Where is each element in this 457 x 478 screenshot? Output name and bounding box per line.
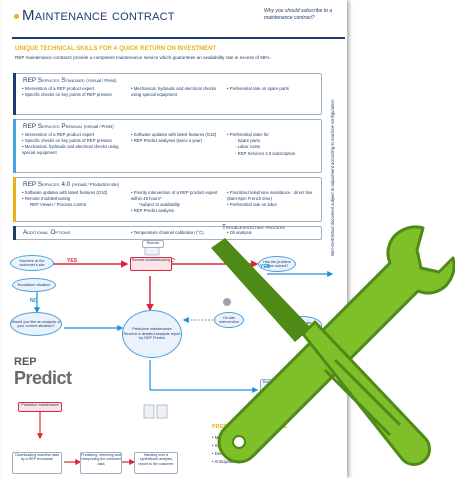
predict-step-2: Predicting, retrieving and interpreting … (80, 452, 122, 474)
yes-label: YES (67, 258, 78, 264)
card-col-3: Preferential rates for: - Spare parts - … (227, 132, 317, 157)
card-standard: REP Services Standard (Annual / Press) I… (13, 73, 322, 115)
card-title: REP Services Standard (Annual / Press) (23, 77, 117, 84)
predictive-label: Predictive maintenance (132, 327, 172, 332)
header-divider (12, 37, 345, 39)
brochure-page: Maintenance contract Why you should subs… (2, 0, 347, 478)
card-col-1: Intervention of a REP product expert Spe… (22, 132, 122, 156)
document-icon (156, 404, 168, 419)
page-title: Maintenance contract (22, 7, 175, 24)
card-col-2: Mechanical, hydraulic and electrical che… (131, 86, 221, 98)
machine-node: Machine at the customer's site (10, 255, 54, 271)
card-col-2: Priority intervention of a REP product e… (131, 190, 221, 214)
remote-node: Remote troubleshooting (130, 257, 172, 271)
predict-step-3: Handing over a synthetized analysis repo… (134, 452, 178, 474)
card-options: Additional Options Temperature channel c… (13, 226, 322, 240)
no-label: NO (30, 298, 38, 304)
option-item: Temperature channel calibration (°C) (131, 230, 204, 236)
options-title: Additional Options (23, 229, 71, 236)
card-services-4: REP Services 4.0 (Annual / Production si… (13, 177, 322, 222)
card-premium: REP Services Premium (Annual / Press) In… (13, 119, 322, 173)
predict-step-1: Downloading machine data by a REP techni… (12, 452, 62, 474)
predictive-detail: Receive a detailed analysis report by RE… (123, 331, 181, 341)
onsite-node: On-site intervention (214, 312, 244, 328)
analysis-question: Would you like an analysis of your curre… (10, 312, 62, 336)
solved-node: Has the problem been solved? (258, 256, 296, 272)
person-icon (223, 298, 231, 306)
card-col-1: Software updates with latest features (G… (22, 190, 122, 209)
card-col-3: Preferential rate on spare parts (227, 86, 317, 92)
remote-label-box: Remote (142, 240, 164, 248)
card-accent (13, 119, 16, 173)
screwdriver-icon (211, 238, 431, 466)
escalation-node: Escalation situation (12, 278, 56, 292)
wrench-screwdriver-icon (211, 225, 455, 466)
card-title: REP Services Premium (Annual / Press) (23, 123, 114, 130)
card-title: REP Services 4.0 (Annual / Production si… (23, 181, 120, 188)
card-col-1: Intervention of a REP product expert Spe… (22, 86, 122, 98)
card-accent (13, 177, 16, 222)
predict-start-node: Predictive maintenance (18, 402, 62, 412)
rep-logo-text: REP (14, 356, 37, 368)
option-item: Oil analysis (227, 230, 252, 236)
intro-title: UNIQUE TECHNICAL SKILLS FOR A QUICK RETU… (15, 46, 217, 52)
document-icon (143, 404, 155, 419)
process-title: Troubleshooting process (222, 224, 286, 231)
predictive-node: Predictive maintenance Receive a detaile… (122, 310, 182, 358)
card-col-3: Prioritized telephone assistance : direc… (227, 190, 317, 208)
card-accent (13, 73, 16, 115)
header-question: Why you should subscribe to a maintenanc… (264, 8, 333, 21)
rep-predict-logo: Predict (14, 368, 72, 388)
intro-subtitle: REP maintenance contracts provide a comp… (15, 55, 271, 60)
card-accent (13, 226, 16, 240)
yes-label: YES (260, 264, 271, 270)
card-col-2: Software updates with latest features (G… (131, 132, 221, 144)
bullet-dot-icon (14, 14, 19, 19)
